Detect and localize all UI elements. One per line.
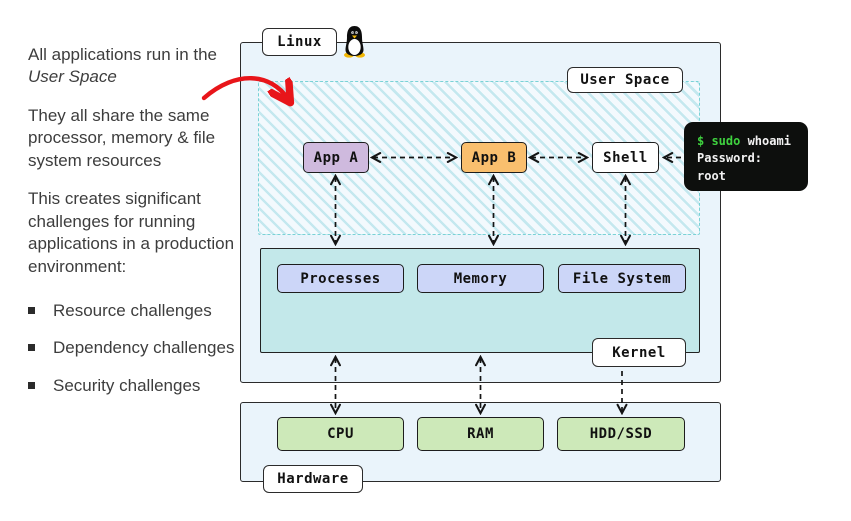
file-system-node: File System <box>558 264 686 293</box>
square-bullet-icon <box>28 381 35 389</box>
note-paragraph-2: They all share the same processor, memor… <box>28 105 216 170</box>
linux-label: Linux <box>262 28 337 56</box>
note-paragraph-3: This creates significant challenges for … <box>28 189 235 276</box>
app-a-node: App A <box>303 142 369 173</box>
user-space-label: User Space <box>567 67 683 93</box>
list-item: Security challenges <box>28 375 236 397</box>
terminal-argument: whoami <box>740 134 791 148</box>
note-1-text: All applications run in the <box>28 45 218 64</box>
app-b-node: App B <box>461 142 527 173</box>
terminal-prompt-command: $ sudo <box>697 134 741 148</box>
bullet-security: Security challenges <box>53 375 201 395</box>
terminal-window: $ sudo whoami Password: root <box>684 122 808 191</box>
processes-node: Processes <box>277 264 404 293</box>
cpu-node: CPU <box>277 417 404 451</box>
list-item: Resource challenges <box>28 300 236 322</box>
square-bullet-icon <box>28 306 35 314</box>
challenges-list: Resource challenges Dependency challenge… <box>28 300 236 397</box>
note-paragraph-1: All applications run in the User Space <box>28 44 236 89</box>
hdd-ssd-node: HDD/SSD <box>557 417 685 451</box>
bullet-resource: Resource challenges <box>53 300 212 320</box>
memory-node: Memory <box>417 264 544 293</box>
bullet-dependency: Dependency challenges <box>53 338 235 358</box>
notes-panel: All applications run in the User Space T… <box>28 44 236 412</box>
square-bullet-icon <box>28 344 35 352</box>
note-1-italic-user-space: User Space <box>28 67 117 87</box>
hardware-label: Hardware <box>263 465 363 493</box>
ram-node: RAM <box>417 417 544 451</box>
shell-node: Shell <box>592 142 659 173</box>
terminal-line-1: $ sudo whoami <box>697 133 808 150</box>
list-item: Dependency challenges <box>28 337 236 359</box>
kernel-label: Kernel <box>592 338 686 367</box>
tux-penguin-icon <box>344 26 365 58</box>
terminal-line-3: root <box>697 168 726 183</box>
terminal-line-2: Password: <box>697 151 763 166</box>
